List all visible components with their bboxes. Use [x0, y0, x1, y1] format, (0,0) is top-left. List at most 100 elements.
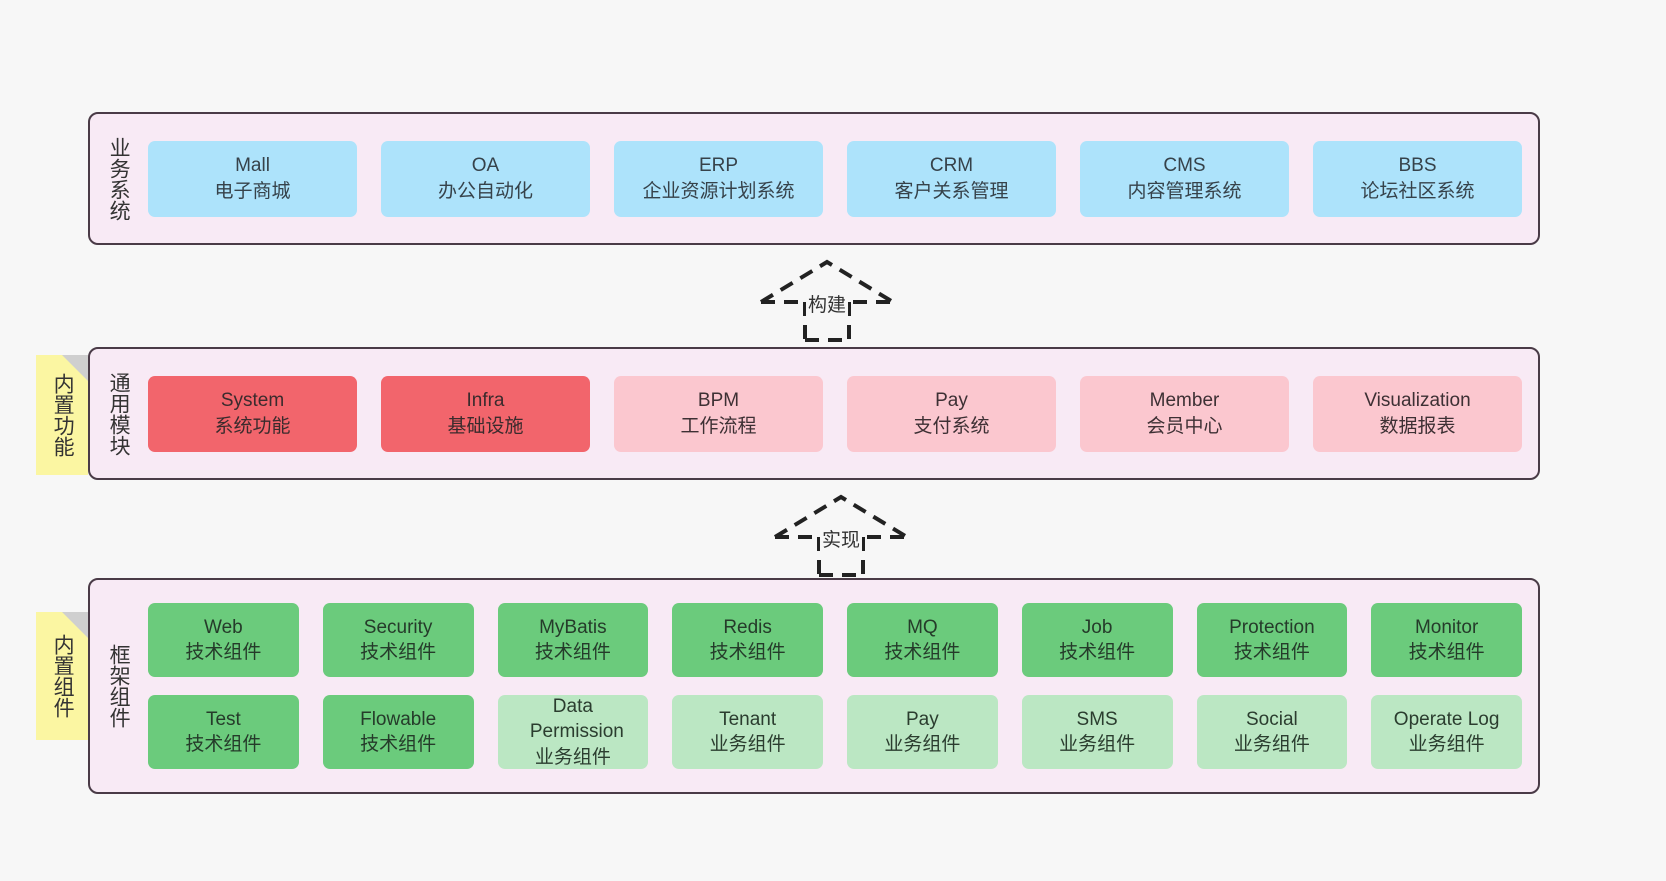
card-title: MyBatis — [539, 616, 607, 638]
card-title: MQ — [907, 616, 938, 638]
card-erp[interactable]: ERP 企业资源计划系统 — [614, 140, 823, 217]
card-title: ERP — [698, 155, 739, 177]
note-fold-corner-icon — [62, 612, 88, 638]
card-title: Operate Log — [1393, 708, 1500, 730]
layer-body-framework-component: Web 技术组件 Security 技术组件 MyBatis 技术组件 Redi… — [140, 580, 1538, 792]
card-mall[interactable]: Mall 电子商城 — [148, 140, 357, 217]
card-bpm[interactable]: BPM 工作流程 — [614, 375, 823, 452]
card-subtitle: 技术组件 — [884, 642, 961, 663]
card-subtitle: 技术组件 — [360, 642, 437, 663]
card-subtitle: 电子商城 — [214, 180, 291, 202]
card-job[interactable]: Job 技术组件 — [1021, 603, 1173, 677]
card-infra[interactable]: Infra 基础设施 — [381, 375, 590, 452]
card-operate-log[interactable]: Operate Log 业务组件 — [1371, 695, 1522, 769]
card-title: CRM — [929, 155, 974, 177]
card-subtitle: 技术组件 — [1233, 642, 1310, 663]
card-subtitle: 技术组件 — [185, 734, 262, 755]
card-test[interactable]: Test 技术组件 — [148, 695, 299, 769]
card-title: Protection — [1229, 616, 1315, 638]
card-subtitle: 支付系统 — [913, 415, 990, 437]
card-title: Infra — [466, 390, 505, 412]
card-title: Pay — [935, 390, 968, 412]
layer-title-business-system: 业务系统 — [107, 136, 131, 221]
card-subtitle: 工作流程 — [680, 415, 757, 437]
card-title: Tenant — [719, 708, 777, 730]
connector-build: 构建 — [757, 258, 897, 343]
connector-build-label: 构建 — [805, 290, 849, 317]
card-social[interactable]: Social 业务组件 — [1196, 695, 1348, 769]
card-subtitle: 技术组件 — [709, 642, 786, 663]
card-title: Redis — [723, 616, 772, 638]
card-title: Web — [204, 616, 243, 638]
note-builtin-function: 内置功能 — [36, 355, 88, 475]
card-title: Data Permission — [529, 696, 624, 743]
card-subtitle: 基础设施 — [447, 415, 524, 437]
card-subtitle: 技术组件 — [534, 642, 611, 663]
note-label: 内置组件 — [51, 634, 75, 718]
card-title: System — [220, 390, 285, 412]
card-data-permission[interactable]: Data Permission 业务组件 — [497, 695, 649, 769]
layer-business-system: 业务系统 Mall 电子商城 OA 办公自动化 ERP 企业资源计划系统 CRM… — [88, 112, 1540, 245]
card-bbs[interactable]: BBS 论坛社区系统 — [1313, 140, 1522, 217]
card-title: Security — [363, 616, 433, 638]
card-title: OA — [471, 155, 500, 177]
layer-title-framework-component: 框架组件 — [107, 644, 131, 728]
card-title: BPM — [697, 390, 740, 412]
card-row: Test 技术组件 Flowable 技术组件 Data Permission … — [148, 695, 1522, 769]
card-subtitle: 办公自动化 — [437, 180, 533, 202]
card-subtitle: 技术组件 — [360, 734, 437, 755]
card-subtitle: 系统功能 — [214, 415, 291, 437]
card-title: SMS — [1076, 708, 1118, 730]
card-redis[interactable]: Redis 技术组件 — [672, 603, 823, 677]
card-subtitle: 数据报表 — [1379, 415, 1456, 437]
card-web[interactable]: Web 技术组件 — [148, 603, 299, 677]
card-pay[interactable]: Pay 支付系统 — [847, 375, 1056, 452]
card-subtitle: 业务组件 — [884, 734, 961, 755]
card-crm[interactable]: CRM 客户关系管理 — [847, 140, 1056, 217]
layer-body-common-module: System 系统功能 Infra 基础设施 BPM 工作流程 Pay 支付系统… — [140, 349, 1538, 478]
layer-common-module: 通用模块 System 系统功能 Infra 基础设施 BPM 工作流程 Pay… — [88, 347, 1540, 480]
card-security[interactable]: Security 技术组件 — [322, 603, 474, 677]
card-subtitle: 业务组件 — [1059, 734, 1136, 755]
card-flowable[interactable]: Flowable 技术组件 — [322, 695, 474, 769]
card-title: BBS — [1398, 155, 1437, 177]
card-monitor[interactable]: Monitor 技术组件 — [1371, 603, 1522, 677]
card-subtitle: 技术组件 — [1408, 642, 1485, 663]
card-mybatis[interactable]: MyBatis 技术组件 — [497, 603, 649, 677]
card-sms[interactable]: SMS 业务组件 — [1021, 695, 1173, 769]
card-oa[interactable]: OA 办公自动化 — [381, 140, 590, 217]
note-fold-corner-icon — [62, 355, 88, 381]
card-mq[interactable]: MQ 技术组件 — [847, 603, 998, 677]
card-title: Test — [205, 708, 241, 730]
card-title: Mall — [235, 155, 270, 177]
build-arrow-icon — [759, 259, 895, 342]
card-subtitle: 业务组件 — [709, 734, 786, 755]
connector-implement-label: 实现 — [819, 525, 863, 552]
card-title: Pay — [906, 708, 939, 730]
card-tenant[interactable]: Tenant 业务组件 — [672, 695, 823, 769]
connector-implement: 实现 — [771, 493, 911, 578]
card-subtitle: 客户关系管理 — [894, 180, 1009, 202]
card-subtitle: 会员中心 — [1146, 415, 1223, 437]
card-visualization[interactable]: Visualization 数据报表 — [1313, 375, 1522, 452]
card-row: Web 技术组件 Security 技术组件 MyBatis 技术组件 Redi… — [148, 603, 1522, 677]
card-title: CMS — [1163, 155, 1206, 177]
card-protection[interactable]: Protection 技术组件 — [1196, 603, 1348, 677]
note-builtin-component: 内置组件 — [36, 612, 88, 740]
card-title: Monitor — [1414, 616, 1479, 638]
card-subtitle: 业务组件 — [534, 746, 611, 768]
card-cms[interactable]: CMS 内容管理系统 — [1080, 140, 1289, 217]
layer-body-business-system: Mall 电子商城 OA 办公自动化 ERP 企业资源计划系统 CRM 客户关系… — [140, 114, 1538, 243]
card-title: Job — [1081, 616, 1113, 638]
card-system[interactable]: System 系统功能 — [148, 375, 357, 452]
card-subtitle: 内容管理系统 — [1127, 180, 1242, 202]
card-member[interactable]: Member 会员中心 — [1080, 375, 1289, 452]
card-subtitle: 业务组件 — [1408, 734, 1485, 755]
card-title: Social — [1246, 708, 1298, 730]
card-row: Mall 电子商城 OA 办公自动化 ERP 企业资源计划系统 CRM 客户关系… — [148, 140, 1522, 217]
card-title: Member — [1149, 390, 1220, 412]
card-pay-business[interactable]: Pay 业务组件 — [847, 695, 998, 769]
card-subtitle: 企业资源计划系统 — [642, 180, 795, 202]
card-subtitle: 技术组件 — [185, 642, 262, 663]
